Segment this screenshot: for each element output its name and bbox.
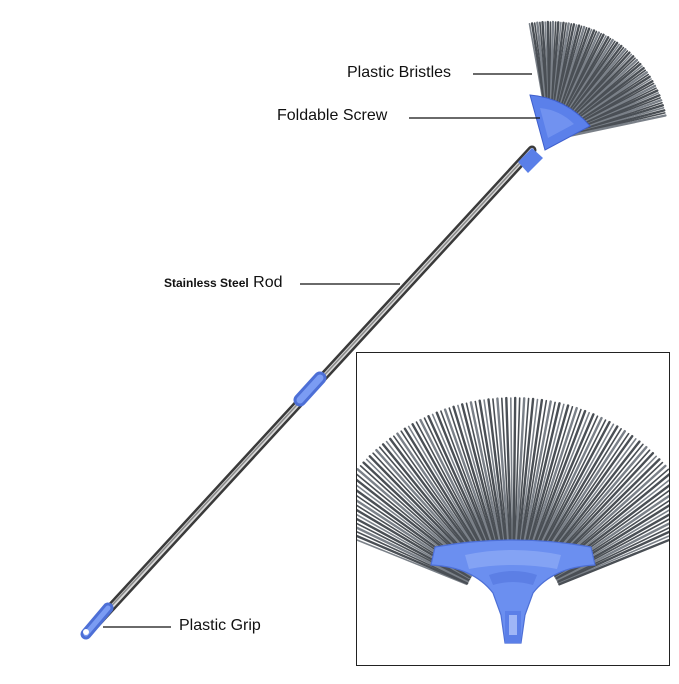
broom-head [518, 22, 665, 173]
plastic-grip [83, 608, 108, 635]
rod-label: Stainless Steel Rod [164, 275, 283, 291]
closeup-illustration [357, 353, 669, 665]
bristles-label: Plastic Bristles [347, 65, 451, 81]
grip-label: Plastic Grip [179, 618, 261, 634]
rod-label-suffix: Rod [253, 274, 282, 291]
rod-label-prefix: Stainless Steel [164, 276, 249, 290]
rod-connector [300, 378, 320, 400]
bristle-holder [431, 540, 595, 643]
screw-label: Foldable Screw [277, 108, 387, 124]
broom-head-closeup [356, 352, 670, 666]
